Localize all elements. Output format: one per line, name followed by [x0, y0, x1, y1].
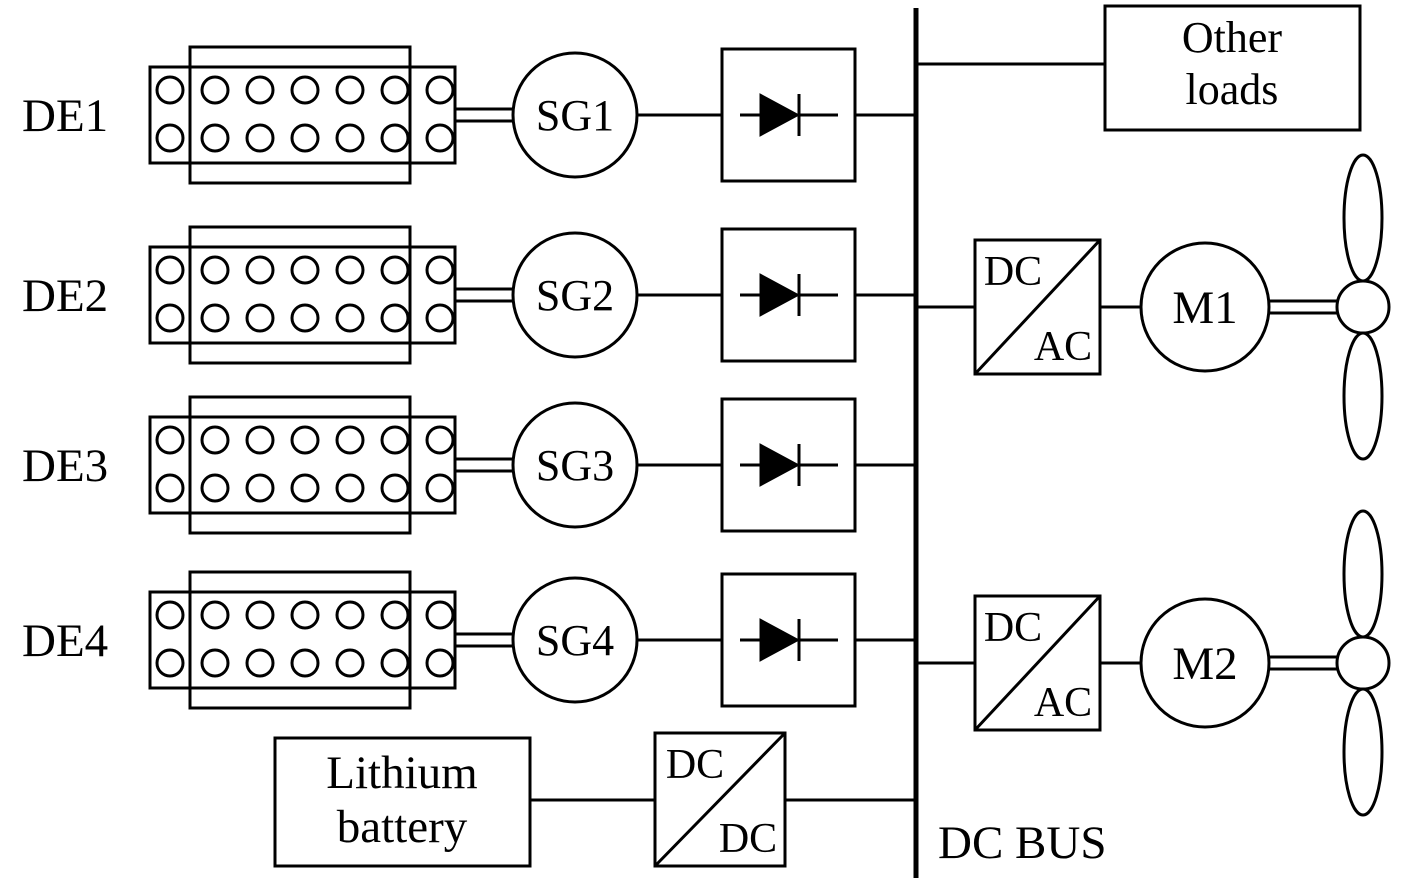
dcac1-label-bottom: AC: [1034, 324, 1092, 370]
motor-1-label: M1: [1172, 282, 1237, 334]
generator-label-sg3: SG3: [536, 441, 614, 490]
dcac2-label-top: DC: [984, 605, 1042, 651]
generator-label-sg4: SG4: [536, 616, 614, 665]
propeller-shaft-1: [1269, 299, 1338, 315]
genset-row-1: [148, 45, 918, 185]
genset-row-3: [148, 395, 918, 535]
converter-diagonal: [973, 594, 1102, 732]
dc-ac-converter-2: DC AC: [973, 594, 1102, 732]
dc-ac-converter-1: DC AC: [973, 238, 1102, 376]
propeller-2: [1335, 509, 1391, 817]
other-loads-box: [1103, 4, 1362, 132]
dcac2-label-bottom: AC: [1034, 680, 1092, 726]
propeller-2-blade-bottom: [1342, 687, 1384, 817]
dc-bus-label: DC BUS: [938, 817, 1106, 869]
engine-label-de1: DE1: [22, 90, 108, 142]
generator-label-sg2: SG2: [536, 271, 614, 320]
motor-2-label: M2: [1172, 638, 1237, 690]
propeller-2-blade-top: [1342, 509, 1384, 639]
generator-label-sg1: SG1: [536, 91, 614, 140]
battery-label-line1: Lithium: [326, 747, 477, 799]
dc-dc-converter: DC DC: [653, 731, 787, 868]
dcac1-label-top: DC: [984, 249, 1042, 295]
engine-label-de2: DE2: [22, 270, 108, 322]
propeller-shaft-2: [1269, 655, 1338, 671]
propeller-1-blade-bottom: [1342, 331, 1384, 461]
motor-1-circle: [1139, 241, 1271, 373]
battery-label-line2: battery: [337, 801, 468, 853]
dcdc-label-top: DC: [666, 742, 724, 788]
engine-label-de3: DE3: [22, 440, 108, 492]
converter-diagonal: [973, 238, 1102, 376]
genset-row-4: [148, 570, 918, 710]
other-loads-label-line2: loads: [1186, 65, 1279, 114]
converter-diagonal: [653, 731, 787, 868]
battery-box: [273, 736, 532, 868]
propeller-2-hub: [1335, 635, 1391, 691]
dcdc-label-bottom: DC: [719, 816, 777, 862]
motor-2-circle: [1139, 597, 1271, 729]
propeller-1: [1335, 153, 1391, 461]
propeller-1-blade-top: [1342, 153, 1384, 283]
other-loads-label-line1: Other: [1182, 13, 1283, 62]
propeller-1-hub: [1335, 279, 1391, 335]
engine-label-de4: DE4: [22, 615, 108, 667]
genset-row-2: [148, 225, 918, 365]
